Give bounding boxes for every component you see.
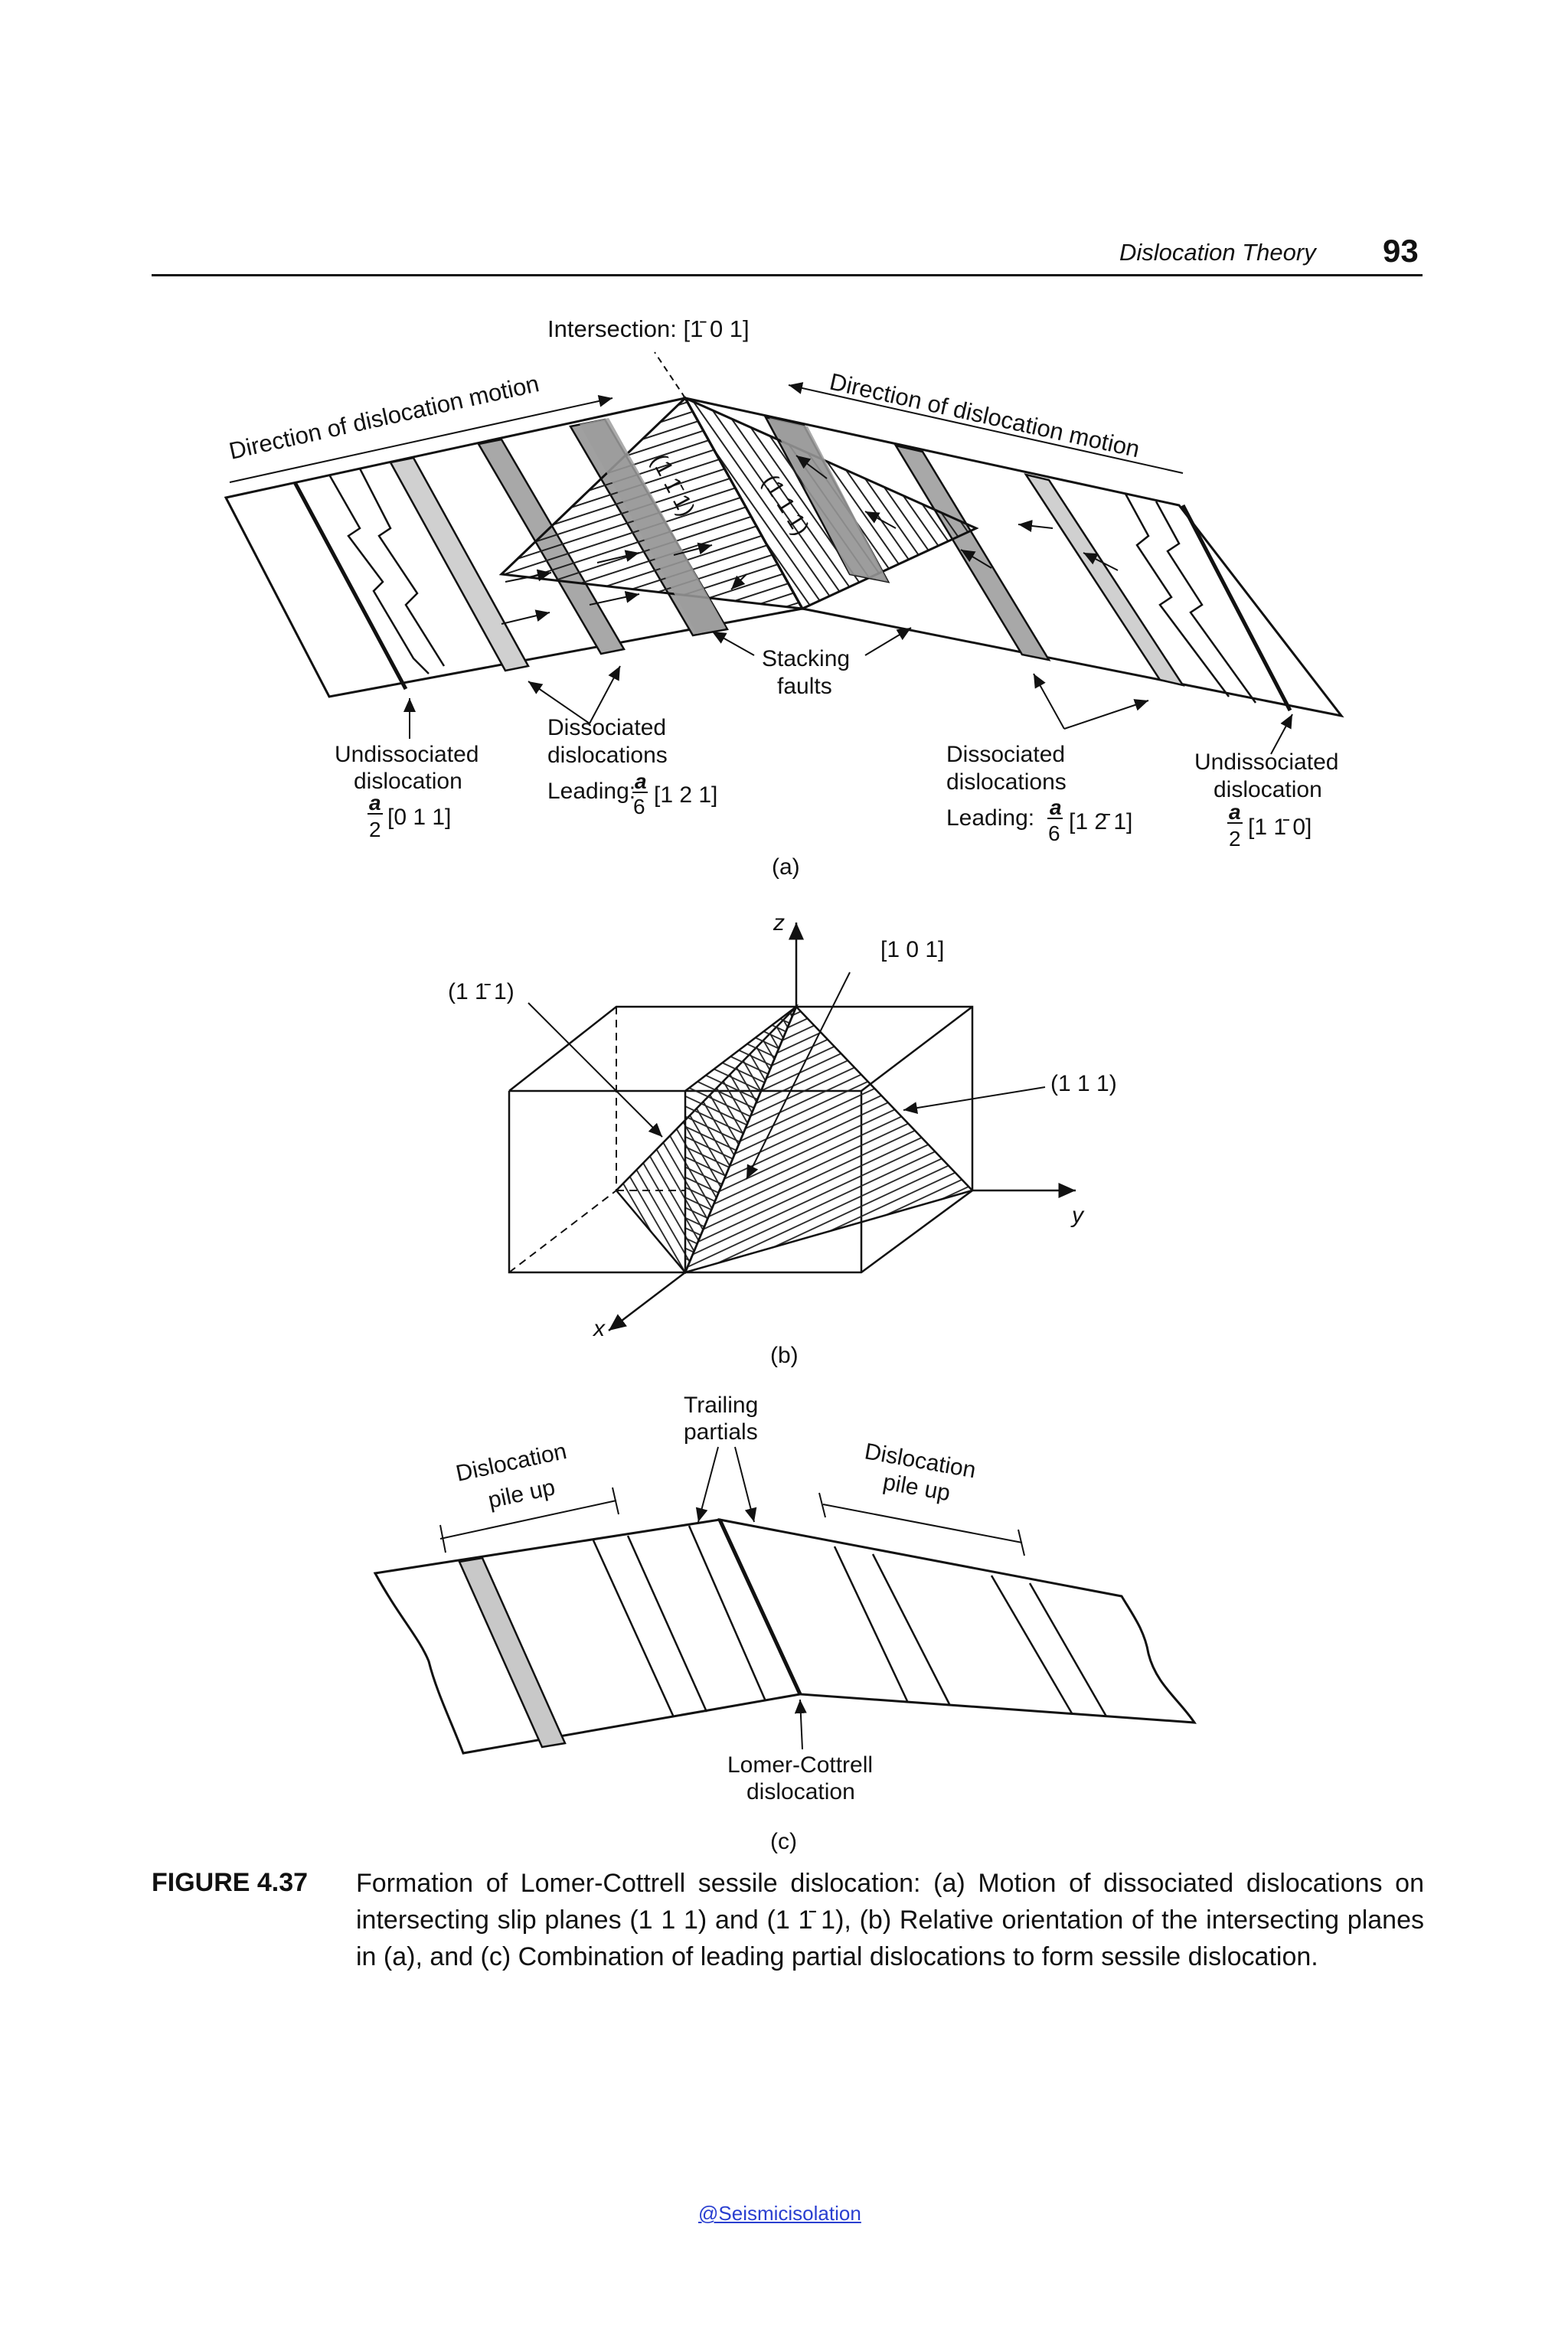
direction-101-label: [1 0 1] xyxy=(880,937,944,962)
right-undissociated-line1: Undissociated xyxy=(1194,749,1338,775)
left-undissociated-line1: Undissociated xyxy=(335,742,479,767)
right-undissociated-line2: dislocation xyxy=(1214,777,1322,802)
trailing-partials-line2: partials xyxy=(684,1419,758,1445)
intersection-label: Intersection: [1̄ 0 1] xyxy=(547,315,750,342)
right-dissociated-line2: dislocations xyxy=(946,769,1067,795)
svg-text:2: 2 xyxy=(1229,827,1241,851)
svg-text:2: 2 xyxy=(369,818,381,841)
lomer-cottrell-line1: Lomer-Cottrell xyxy=(727,1752,873,1778)
figure-label: FIGURE 4.37 xyxy=(152,1868,308,1898)
stacking-faults-line2: faults xyxy=(777,674,832,699)
figure-b: z y x [1 0 1] (1 1̄ 1) (1 1 1) (b) xyxy=(0,903,1568,1386)
left-dissociated-line2: dislocations xyxy=(547,743,668,768)
svg-text:6: 6 xyxy=(633,795,645,818)
figure-a: (1 1̄ 1) (1 1 1) Direction of dislocatio… xyxy=(0,0,1568,903)
trailing-partials-line1: Trailing xyxy=(684,1393,758,1418)
figure-caption: Formation of Lomer-Cottrell sessile disl… xyxy=(356,1865,1424,1975)
right-leading-vector: [1 2̄ 1] xyxy=(1069,809,1132,834)
lomer-cottrell-line2: dislocation xyxy=(746,1779,855,1804)
plane-111-label: (1 1 1) xyxy=(1050,1071,1117,1096)
axis-z-label: z xyxy=(773,910,785,936)
stacking-faults-line1: Stacking xyxy=(762,646,850,671)
right-dissociated-line1: Dissociated xyxy=(946,742,1065,767)
svg-text:a: a xyxy=(1050,795,1062,819)
sublabel-c: (c) xyxy=(770,1829,797,1854)
svg-text:Leading:: Leading: xyxy=(946,805,1034,831)
svg-text:a: a xyxy=(635,769,647,793)
left-dissociated-line1: Dissociated xyxy=(547,715,666,740)
left-leading-vector: [1 2 1] xyxy=(654,782,717,808)
plane-1m11-label: (1 1̄ 1) xyxy=(448,979,514,1004)
axis-x-label: x xyxy=(592,1316,606,1341)
left-undissociated-vector: [0 1 1] xyxy=(387,805,451,830)
sublabel-a: (a) xyxy=(772,854,800,880)
figure-c: Dislocation pile up Dislocation pile up … xyxy=(0,1386,1568,1860)
figure-caption-text: Formation of Lomer-Cottrell sessile disl… xyxy=(356,1865,1424,1975)
svg-text:Leading:: Leading: xyxy=(547,779,635,804)
pileup-left-line2: pile up xyxy=(486,1474,557,1514)
svg-text:6: 6 xyxy=(1048,821,1060,845)
svg-text:a: a xyxy=(369,791,381,815)
sublabel-b: (b) xyxy=(770,1343,799,1368)
svg-text:a: a xyxy=(1229,800,1241,824)
axis-y-label: y xyxy=(1070,1203,1085,1228)
right-undissociated-vector: [1 1̄ 0] xyxy=(1248,815,1312,840)
watermark: @Seismicisolation xyxy=(698,2202,861,2226)
